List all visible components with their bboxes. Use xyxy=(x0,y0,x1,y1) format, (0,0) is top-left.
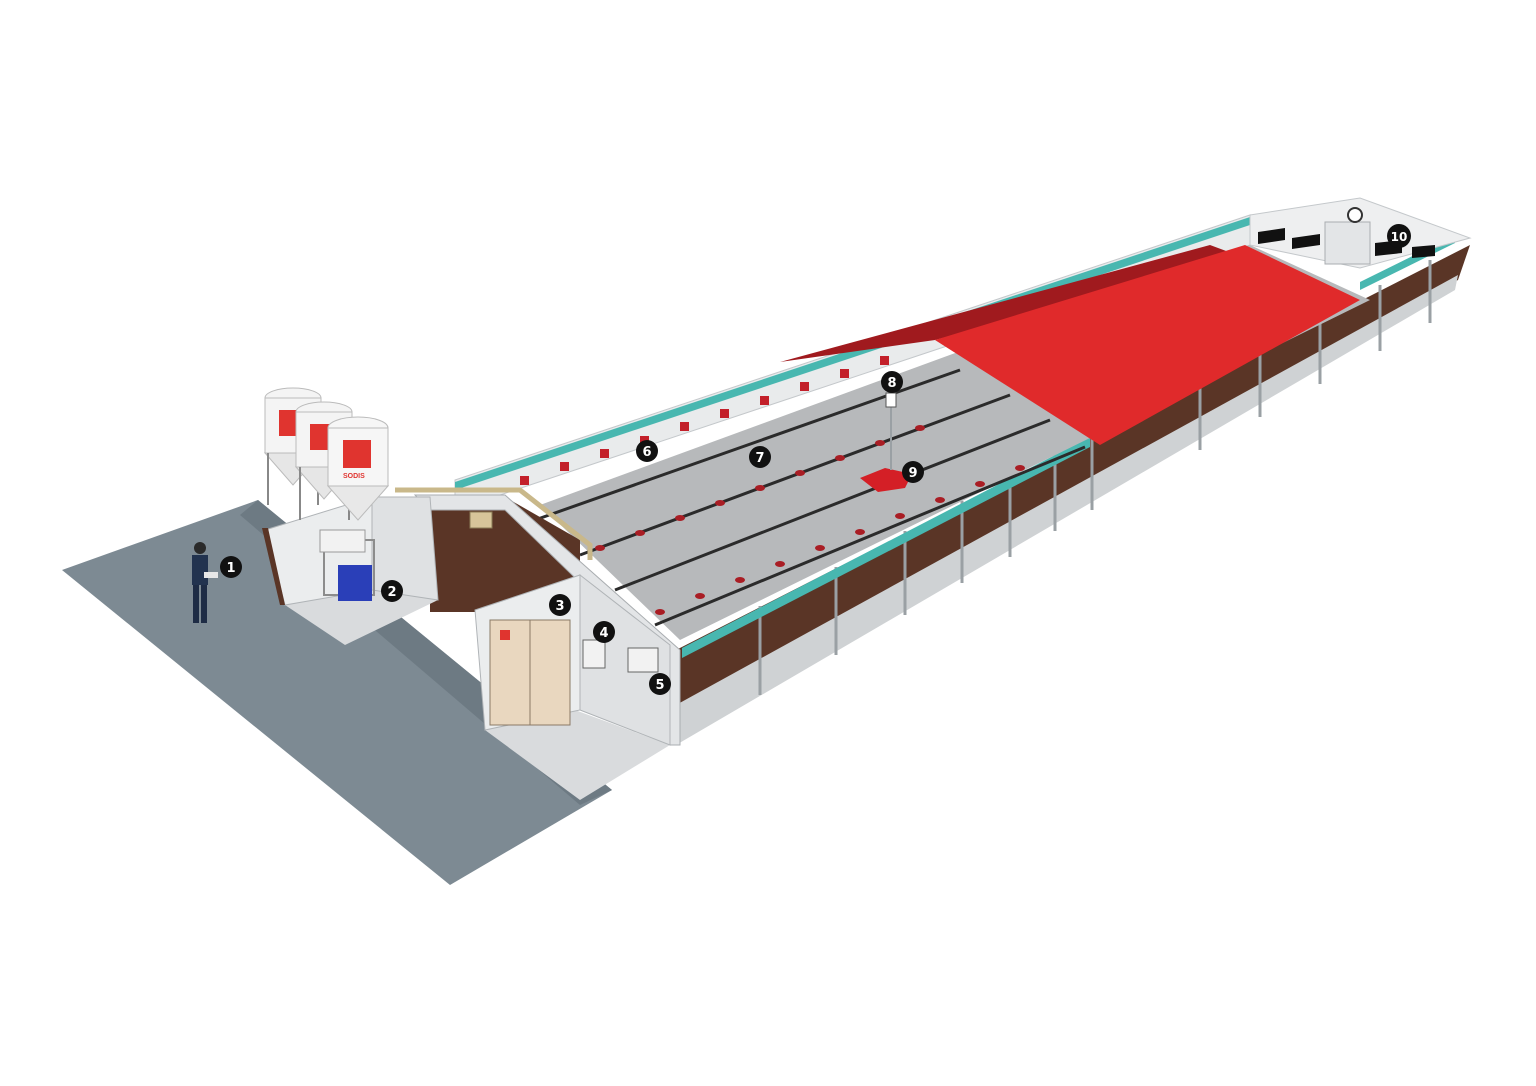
callout-2: 2 xyxy=(381,580,403,602)
left-wall-vents xyxy=(520,356,889,485)
service-room-side xyxy=(371,496,439,601)
callout-6-label: 6 xyxy=(642,445,651,460)
silo-logo-text: SODIS xyxy=(343,473,365,480)
service-room-floor xyxy=(285,590,438,645)
right-wall-windows xyxy=(682,437,1090,658)
callout-7: 7 xyxy=(749,446,771,468)
heater-red-pad xyxy=(860,468,912,492)
callout-10: 10 xyxy=(1387,224,1411,248)
callout-8: 8 xyxy=(881,371,903,393)
controller-unit xyxy=(582,639,606,669)
cabinet-logo xyxy=(500,630,510,640)
callout-6: 6 xyxy=(636,440,658,462)
right-wall-posts xyxy=(758,260,1432,695)
service-room-brown-edge xyxy=(262,528,285,605)
sensor-box xyxy=(885,392,897,408)
left-wall-teal-strip xyxy=(455,217,1250,490)
alarm-panel xyxy=(627,647,659,673)
house-right-wall-base xyxy=(676,275,1458,745)
wall-camera-icon xyxy=(469,511,493,529)
callout-4: 4 xyxy=(593,621,615,643)
ground-slab xyxy=(62,500,612,885)
callout-1: 1 xyxy=(220,556,242,578)
control-room-floor xyxy=(485,710,670,800)
callout-2-label: 2 xyxy=(387,585,396,600)
end-fan-icon xyxy=(1347,207,1363,223)
callout-3-label: 3 xyxy=(555,599,564,614)
callout-9-label: 9 xyxy=(908,466,917,481)
callout-1-label: 1 xyxy=(226,561,235,576)
silo-3: SODIS xyxy=(326,416,390,521)
feed-silos: SODIS xyxy=(263,387,390,521)
hopper-bin xyxy=(319,529,366,553)
callout-7-label: 7 xyxy=(755,451,764,466)
roof-front-panel xyxy=(935,245,1360,445)
callout-3: 3 xyxy=(549,594,571,616)
end-door xyxy=(1324,221,1371,265)
callout-4-label: 4 xyxy=(599,626,608,641)
roof-back-panel xyxy=(780,245,1245,362)
operator-person xyxy=(192,542,218,623)
callout-9: 9 xyxy=(902,461,924,483)
feed-hopper-blue xyxy=(338,565,372,601)
callout-5-label: 5 xyxy=(655,678,664,693)
control-room-side xyxy=(579,573,671,746)
callout-5: 5 xyxy=(649,673,671,695)
feed-pipe xyxy=(395,487,593,560)
front-gable-brown xyxy=(430,495,580,612)
feeder-pans xyxy=(595,425,1025,615)
callout-10-label: 10 xyxy=(1391,230,1408,244)
callout-8-label: 8 xyxy=(887,376,896,391)
